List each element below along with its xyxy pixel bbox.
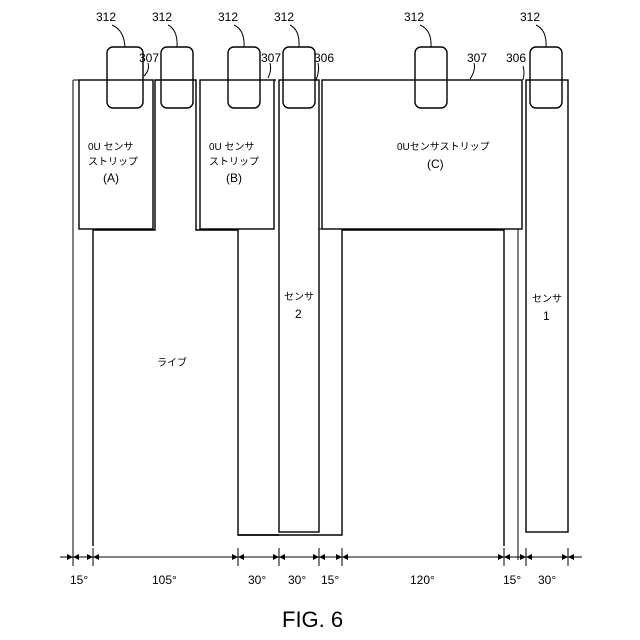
leader-312-5 <box>420 25 431 47</box>
connector-tab-2 <box>161 47 193 108</box>
leader-306-2 <box>523 66 524 80</box>
strip-c-label-2: (C) <box>427 157 444 171</box>
sensor-2-label-2: 2 <box>295 307 302 321</box>
callout-312-1: 312 <box>96 10 116 24</box>
callout-312-5: 312 <box>404 10 424 24</box>
callout-312-2: 312 <box>152 10 172 24</box>
dim-label-3: 30° <box>248 573 266 587</box>
strip-a-label-2: ストリップ <box>88 156 138 168</box>
dim-label-1: 15° <box>70 573 88 587</box>
strip-b-label-1: 0U センサ <box>209 141 255 153</box>
dim-label-7: 15° <box>503 573 521 587</box>
figure-caption: FIG. 6 <box>282 607 343 632</box>
strip-b-box <box>200 80 274 229</box>
dim-label-2: 105° <box>152 573 177 587</box>
strip-c-box <box>322 80 522 229</box>
sensor-1-label-2: 1 <box>543 309 550 323</box>
strip-a-label-3: (A) <box>103 171 119 185</box>
sensor-1-box <box>526 80 568 532</box>
leader-312-2 <box>168 25 177 47</box>
callout-306-2: 306 <box>506 51 526 65</box>
leader-307-2 <box>268 63 271 78</box>
callout-312-4: 312 <box>274 10 294 24</box>
sensor-2-box <box>279 80 319 532</box>
dim-label-5: 15° <box>321 573 339 587</box>
callout-307-2: 307 <box>261 51 281 65</box>
callout-307-3: 307 <box>467 51 487 65</box>
dim-label-8: 30° <box>538 573 556 587</box>
leader-307-3 <box>470 63 475 79</box>
leader-312-6 <box>536 25 546 47</box>
strip-c-label-1: 0Uセンサストリップ <box>397 141 490 153</box>
connector-tab-5 <box>415 47 447 108</box>
connector-tab-1 <box>107 47 143 108</box>
leader-306-1 <box>316 63 319 80</box>
callout-307-1: 307 <box>139 51 159 65</box>
connector-tab-6 <box>530 47 562 108</box>
callout-312-6: 312 <box>520 10 540 24</box>
leader-312-4 <box>290 25 299 47</box>
strip-a-box <box>79 80 153 229</box>
connector-tab-3 <box>228 47 260 108</box>
callout-312-3: 312 <box>218 10 238 24</box>
callout-306-1: 306 <box>314 51 334 65</box>
sensor-1-label-1: センサ <box>532 293 562 305</box>
strip-b-label-3: (B) <box>226 171 242 185</box>
dim-label-6: 120° <box>410 573 435 587</box>
middle-lower-outline <box>238 230 504 546</box>
connector-tab-4 <box>283 47 315 108</box>
leader-312-3 <box>234 25 244 47</box>
leader-312-1 <box>112 25 125 47</box>
sensor-2-label-1: センサ <box>284 291 314 303</box>
strip-b-label-2: ストリップ <box>209 156 259 168</box>
dim-label-4: 30° <box>288 573 306 587</box>
live-label: ライブ <box>157 356 187 369</box>
strip-a-label-1: 0U センサ <box>88 141 134 153</box>
